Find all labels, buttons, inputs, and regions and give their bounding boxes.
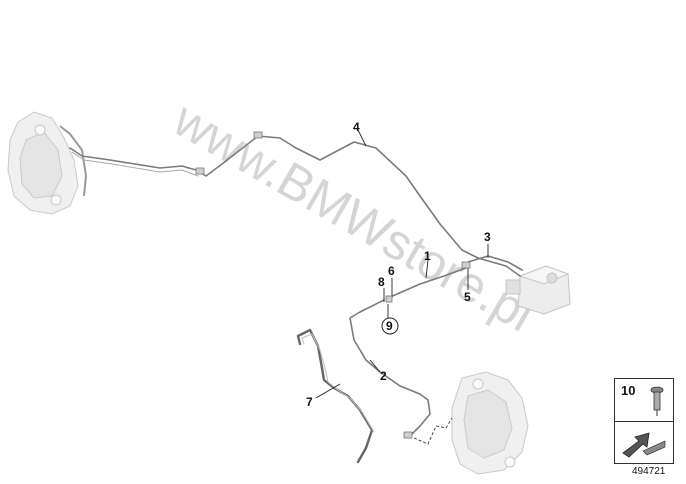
- rivet-icon: [650, 386, 664, 416]
- brake-line-2: [349, 299, 431, 437]
- callout-2: 2: [380, 369, 387, 383]
- brake-line-3: [467, 255, 523, 271]
- legend-number: 10: [621, 383, 636, 398]
- abs-control-unit: [505, 265, 571, 315]
- dashed-leaders: [413, 417, 453, 445]
- callout-5: 5: [464, 290, 471, 304]
- legend-box: 10: [614, 378, 674, 464]
- callout-8: 8: [378, 275, 385, 289]
- right-brake-caliper: [451, 371, 529, 475]
- callout-3: 3: [484, 230, 491, 244]
- image-id: 494721: [632, 466, 666, 477]
- arrow-sign-icon: [622, 432, 666, 458]
- callout-4: 4: [353, 120, 360, 134]
- left-brake-caliper: [7, 111, 88, 215]
- brake-hose-7: [296, 328, 374, 464]
- callout-9: 9: [386, 319, 393, 333]
- callout-6: 6: [388, 264, 395, 278]
- fittings: [195, 131, 471, 439]
- callout-7: 7: [306, 395, 313, 409]
- brake-lines: [69, 135, 523, 464]
- brake-line-4: [69, 135, 521, 277]
- brake-line-4-inner: [71, 151, 199, 177]
- brake-line-1: [387, 267, 467, 299]
- callout-1: 1: [424, 249, 431, 263]
- brake-hose-7-inner: [301, 333, 375, 433]
- legend-divider: [615, 421, 673, 422]
- leader-lines: [315, 129, 489, 399]
- callout-9-circle: [381, 317, 399, 335]
